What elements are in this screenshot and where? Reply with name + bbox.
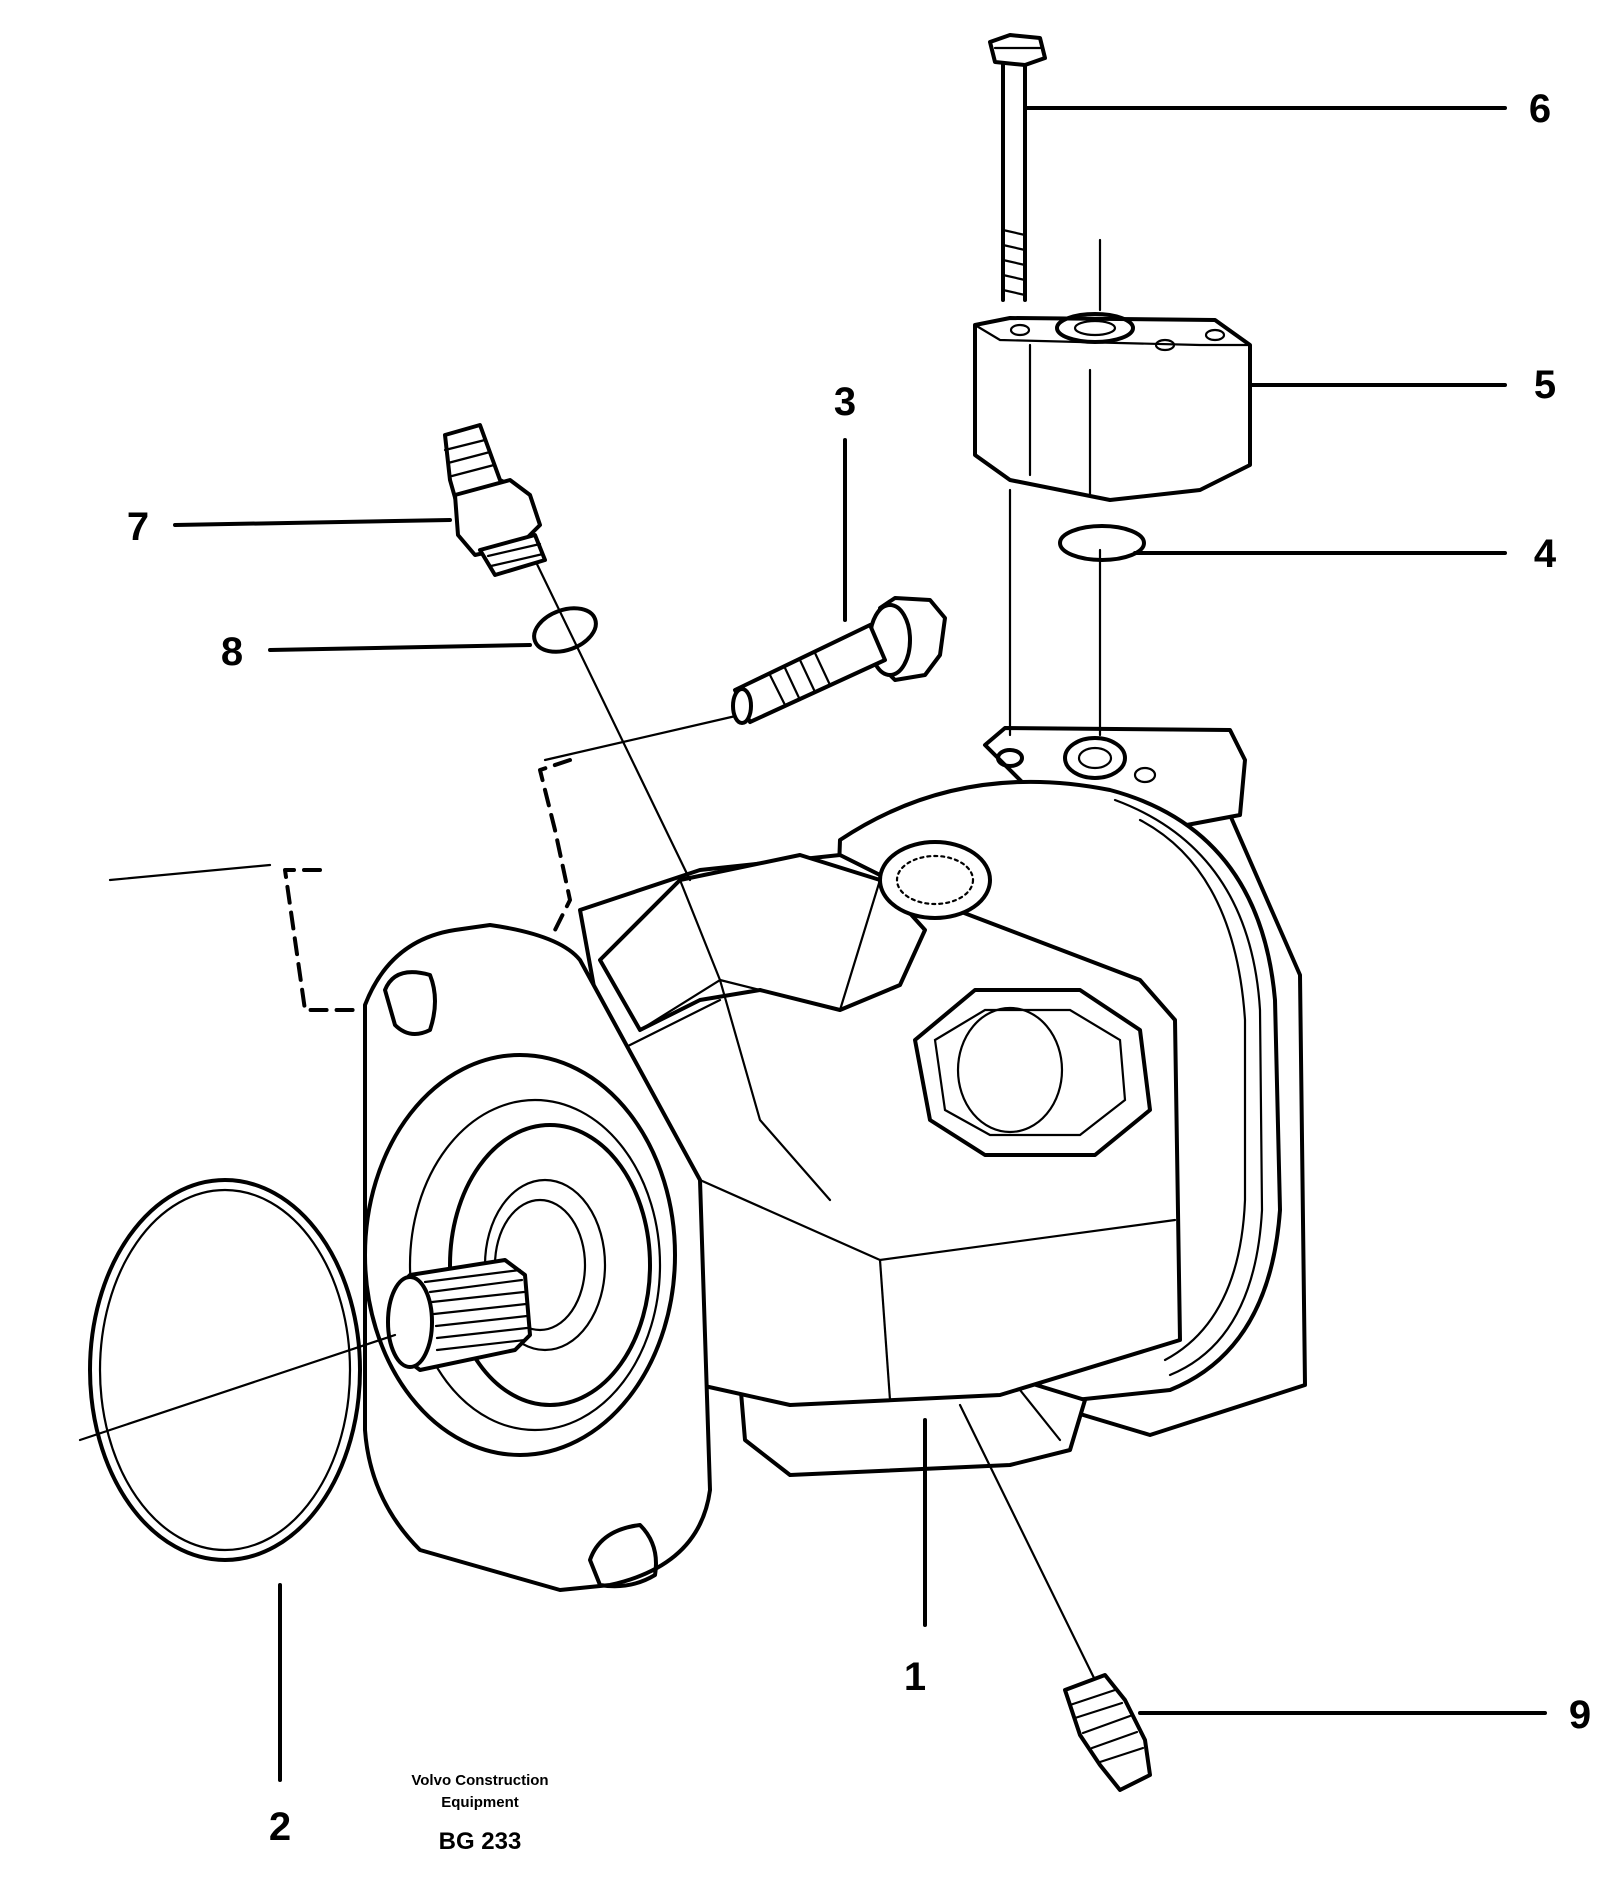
part-6-bolt — [988, 33, 1047, 302]
credit-line-1: Volvo Construction — [411, 1772, 549, 1789]
callout-8: 8 — [221, 630, 243, 674]
callout-5: 5 — [1534, 363, 1556, 407]
callout-7: 7 — [127, 505, 149, 549]
part-1-pump-body — [283, 726, 1307, 1592]
part-7-plug — [443, 423, 547, 577]
callout-2: 2 — [269, 1805, 291, 1849]
part-8-o-ring — [532, 606, 598, 654]
callout-3: 3 — [834, 380, 856, 424]
part-9-plug — [1063, 1673, 1152, 1792]
callout-1: 1 — [904, 1655, 926, 1699]
publisher-credit: Volvo Construction Equipment — [370, 1770, 590, 1814]
part-4-o-ring — [1058, 524, 1146, 562]
callout-9: 9 — [1569, 1693, 1591, 1737]
callout-6: 6 — [1529, 87, 1551, 131]
leader-lines — [78, 106, 1547, 1782]
callout-4: 4 — [1534, 532, 1557, 576]
part-5-block — [973, 312, 1252, 502]
part-2-o-ring — [88, 1178, 362, 1562]
credit-line-2: Equipment — [441, 1794, 519, 1811]
drawing-code: BG 233 — [438, 1828, 522, 1855]
part-3-bolt — [731, 596, 947, 725]
